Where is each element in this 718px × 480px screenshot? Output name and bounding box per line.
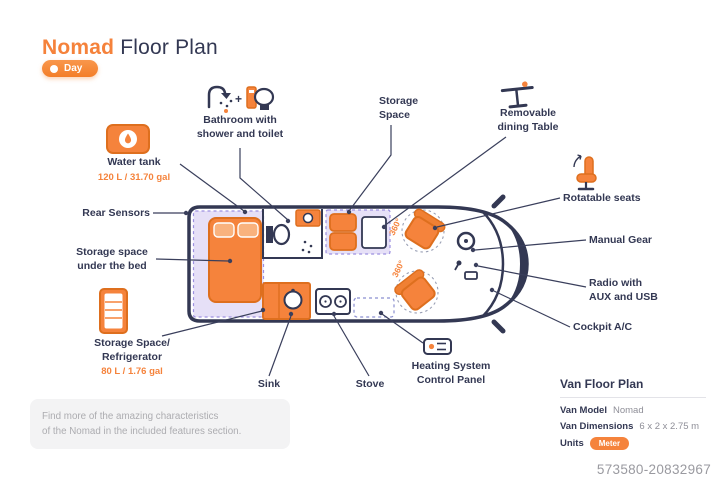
shower-drain-dots — [301, 240, 313, 254]
van-info-panel: Van Floor Plan Van Model Nomad Van Dimen… — [560, 377, 706, 455]
bathroom-vanity — [295, 209, 321, 227]
leader-heating — [381, 313, 424, 344]
leader-rotatable-seats — [436, 197, 561, 228]
info-row-van-model: Van Model Nomad — [560, 405, 644, 416]
units-meter-badge[interactable]: Meter — [589, 437, 630, 450]
day-mode-toggle[interactable]: Day — [42, 60, 99, 77]
leader-lines — [153, 125, 587, 377]
callout-manual-gear: Manual Gear — [589, 234, 653, 246]
info-panel-title: Van Floor Plan — [560, 377, 644, 391]
page-title-rest: Floor Plan — [120, 36, 218, 60]
callout-cockpit-ac: Cockpit A/C — [573, 321, 633, 333]
leader-water-tank — [179, 163, 245, 212]
callout-water-tank: Water tank 120 L / 31.70 gal — [82, 156, 186, 184]
leader-manual-gear — [474, 239, 587, 251]
gear-lever — [454, 260, 462, 271]
kitchen-sink — [283, 288, 303, 310]
refrigerator-icon — [99, 288, 128, 334]
callout-bathroom: Bathroom with shower and toilet — [196, 114, 284, 140]
callout-storage-space: Storage Space — [379, 95, 419, 121]
callout-dining-table: Removable dining Table — [497, 107, 559, 133]
heating-panel-icon — [423, 338, 452, 355]
plus-sign: + — [235, 92, 242, 106]
bathroom-walls — [262, 209, 323, 259]
rotatable-seat-bottom — [394, 269, 439, 314]
rotatable-seat-icon — [573, 154, 597, 191]
stove-burners — [315, 288, 351, 315]
callout-heating: Heating System Control Panel — [411, 360, 491, 386]
callout-rear-sensors: Rear Sensors — [82, 207, 150, 219]
page-title-accent: Nomad — [42, 36, 115, 60]
callout-sink: Sink — [257, 378, 281, 390]
callout-radio: Radio with AUX and USB — [589, 277, 658, 303]
image-id-watermark: 573580-20832967 — [596, 462, 711, 477]
toilet-icon — [246, 86, 275, 110]
leader-stove — [333, 315, 370, 377]
info-row-units: Units Meter — [560, 437, 706, 450]
callout-rotatable-seats: Rotatable seats — [563, 192, 641, 204]
dinette-zone — [325, 209, 391, 255]
leader-radio — [477, 265, 587, 288]
leader-dots — [183, 209, 495, 317]
day-toggle-label: Day — [64, 63, 83, 74]
leader-sink — [268, 315, 292, 377]
heating-zone — [353, 297, 395, 318]
leader-bathroom — [239, 148, 289, 221]
side-mirrors — [491, 194, 506, 334]
sun-icon — [50, 64, 58, 73]
leader-cockpit-ac — [493, 290, 571, 328]
callout-stove: Stove — [355, 378, 385, 390]
van-hood — [497, 215, 527, 313]
info-panel-divider — [560, 397, 706, 398]
info-row-van-dimensions: Van Dimensions 6 x 2 x 2.75 m — [560, 421, 700, 432]
leader-refrigerator — [161, 310, 263, 337]
steering-wheel — [456, 231, 476, 251]
callout-refrigerator: Storage Space/ Refrigerator 80 L / 1.76 … — [76, 337, 188, 379]
leader-dining-table — [383, 136, 507, 227]
rotatable-seat-top — [401, 208, 446, 253]
dining-table-icon — [500, 81, 534, 109]
shower-icon — [207, 85, 233, 113]
water-tank-icon — [106, 124, 150, 154]
leader-under-bed — [155, 258, 229, 262]
dash-radio — [464, 271, 478, 280]
refrigerator-capacity: 80 L / 1.76 gal — [101, 366, 163, 378]
callout-storage-under-bed: Storage space under the bed — [76, 246, 148, 272]
bed — [208, 217, 262, 303]
toilet — [266, 223, 291, 246]
windshield — [481, 210, 505, 318]
features-note: Find more of the amazing characteristics… — [30, 399, 290, 450]
water-tank-capacity: 120 L / 31.70 gal — [97, 171, 171, 183]
leader-storage-space — [348, 125, 392, 212]
